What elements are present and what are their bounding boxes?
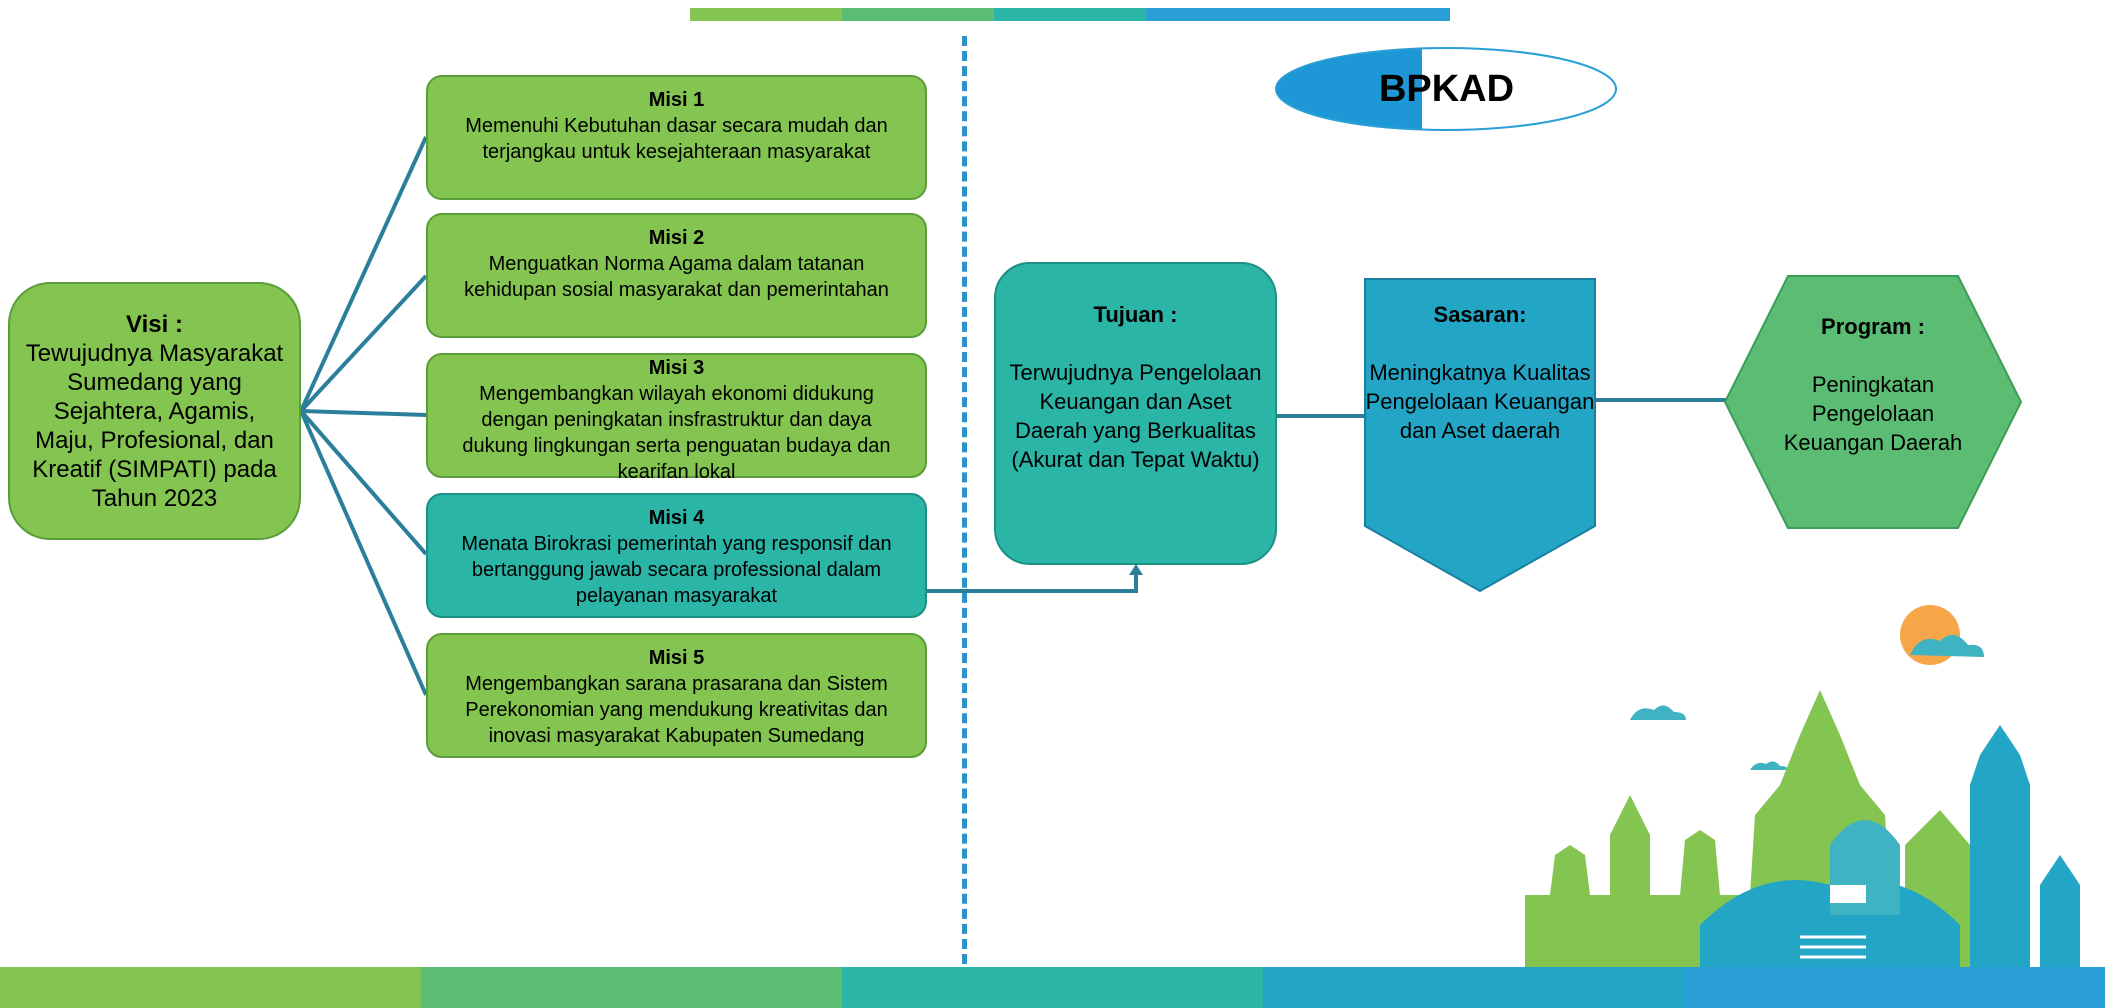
misi-3-title: Misi 3 bbox=[648, 357, 705, 379]
misi-3-text: Mengembangkan wilayah ekonomi didukung d… bbox=[462, 383, 891, 483]
tujuan-text: Terwujudnya Pengelolaan Keuangan dan Ase… bbox=[1009, 360, 1262, 472]
connector-misi4-tujuan bbox=[927, 572, 1138, 593]
arrow-head bbox=[1129, 564, 1143, 575]
vertical-divider bbox=[962, 36, 967, 964]
tujuan-box: Tujuan : Terwujudnya Pengelolaan Keuanga… bbox=[994, 262, 1277, 565]
program-shape bbox=[1724, 275, 2022, 529]
connector-visi-misi4 bbox=[299, 409, 428, 556]
visi-text: Tewujudnya Masyarakat Sumedang yang Seja… bbox=[25, 339, 284, 512]
program-title: Program : bbox=[1821, 314, 1925, 339]
visi-box: Visi : Tewujudnya Masyarakat Sumedang ya… bbox=[8, 282, 301, 540]
connector-visi-misi3 bbox=[300, 409, 427, 417]
misi-3-box: Misi 3 Mengembangkan wilayah ekonomi did… bbox=[426, 353, 927, 483]
bpkad-label: BPKAD bbox=[1378, 67, 1515, 110]
misi-1-text: Memenuhi Kebutuhan dasar secara mudah da… bbox=[465, 115, 888, 163]
misi-5-box: Misi 5 Mengembangkan sarana prasarana da… bbox=[426, 633, 927, 758]
misi-1-box: Misi 1 Memenuhi Kebutuhan dasar secara m… bbox=[426, 75, 927, 200]
connector-visi-misi5 bbox=[299, 410, 428, 696]
cloud-icon bbox=[1910, 634, 1984, 657]
bpkad-badge bbox=[1275, 47, 1617, 131]
misi-1-title: Misi 1 bbox=[648, 89, 705, 111]
program-text: Peningkatan Pengelolaan Keuangan Daerah bbox=[1783, 372, 1963, 455]
misi-2-box: Misi 2 Menguatkan Norma Agama dalam tata… bbox=[426, 213, 927, 338]
misi-4-title: Misi 4 bbox=[648, 507, 705, 529]
connector-visi-misi1 bbox=[299, 136, 428, 412]
sasaran-title: Sasaran: bbox=[1433, 302, 1527, 327]
sasaran-shape bbox=[1364, 278, 1596, 593]
program-box: Program : Peningkatan Pengelolaan Keuang… bbox=[1760, 312, 1986, 457]
mosque-skyline-illustration bbox=[1525, 605, 2080, 967]
misi-2-text: Menguatkan Norma Agama dalam tatanan keh… bbox=[464, 253, 889, 301]
tujuan-title: Tujuan : bbox=[1093, 302, 1178, 327]
visi-title: Visi : bbox=[126, 310, 183, 338]
top-accent-bar bbox=[690, 8, 1450, 21]
misi-5-text: Mengembangkan sarana prasarana dan Siste… bbox=[465, 673, 888, 747]
misi-4-box: Misi 4 Menata Birokrasi pemerintah yang … bbox=[426, 493, 927, 618]
bottom-accent-bar bbox=[0, 967, 2105, 1008]
sasaran-text: Meningkatnya Kualitas Pengelolaan Keuang… bbox=[1365, 360, 1595, 443]
cloud-icon bbox=[1630, 705, 1686, 720]
misi-4-text: Menata Birokrasi pemerintah yang respons… bbox=[461, 533, 892, 607]
misi-5-title: Misi 5 bbox=[648, 647, 705, 669]
connector-visi-misi2 bbox=[299, 274, 428, 413]
sasaran-box: Sasaran: Meningkatnya Kualitas Pengelola… bbox=[1364, 300, 1596, 445]
misi-2-title: Misi 2 bbox=[648, 227, 705, 249]
cloud-icon bbox=[1750, 761, 1788, 770]
